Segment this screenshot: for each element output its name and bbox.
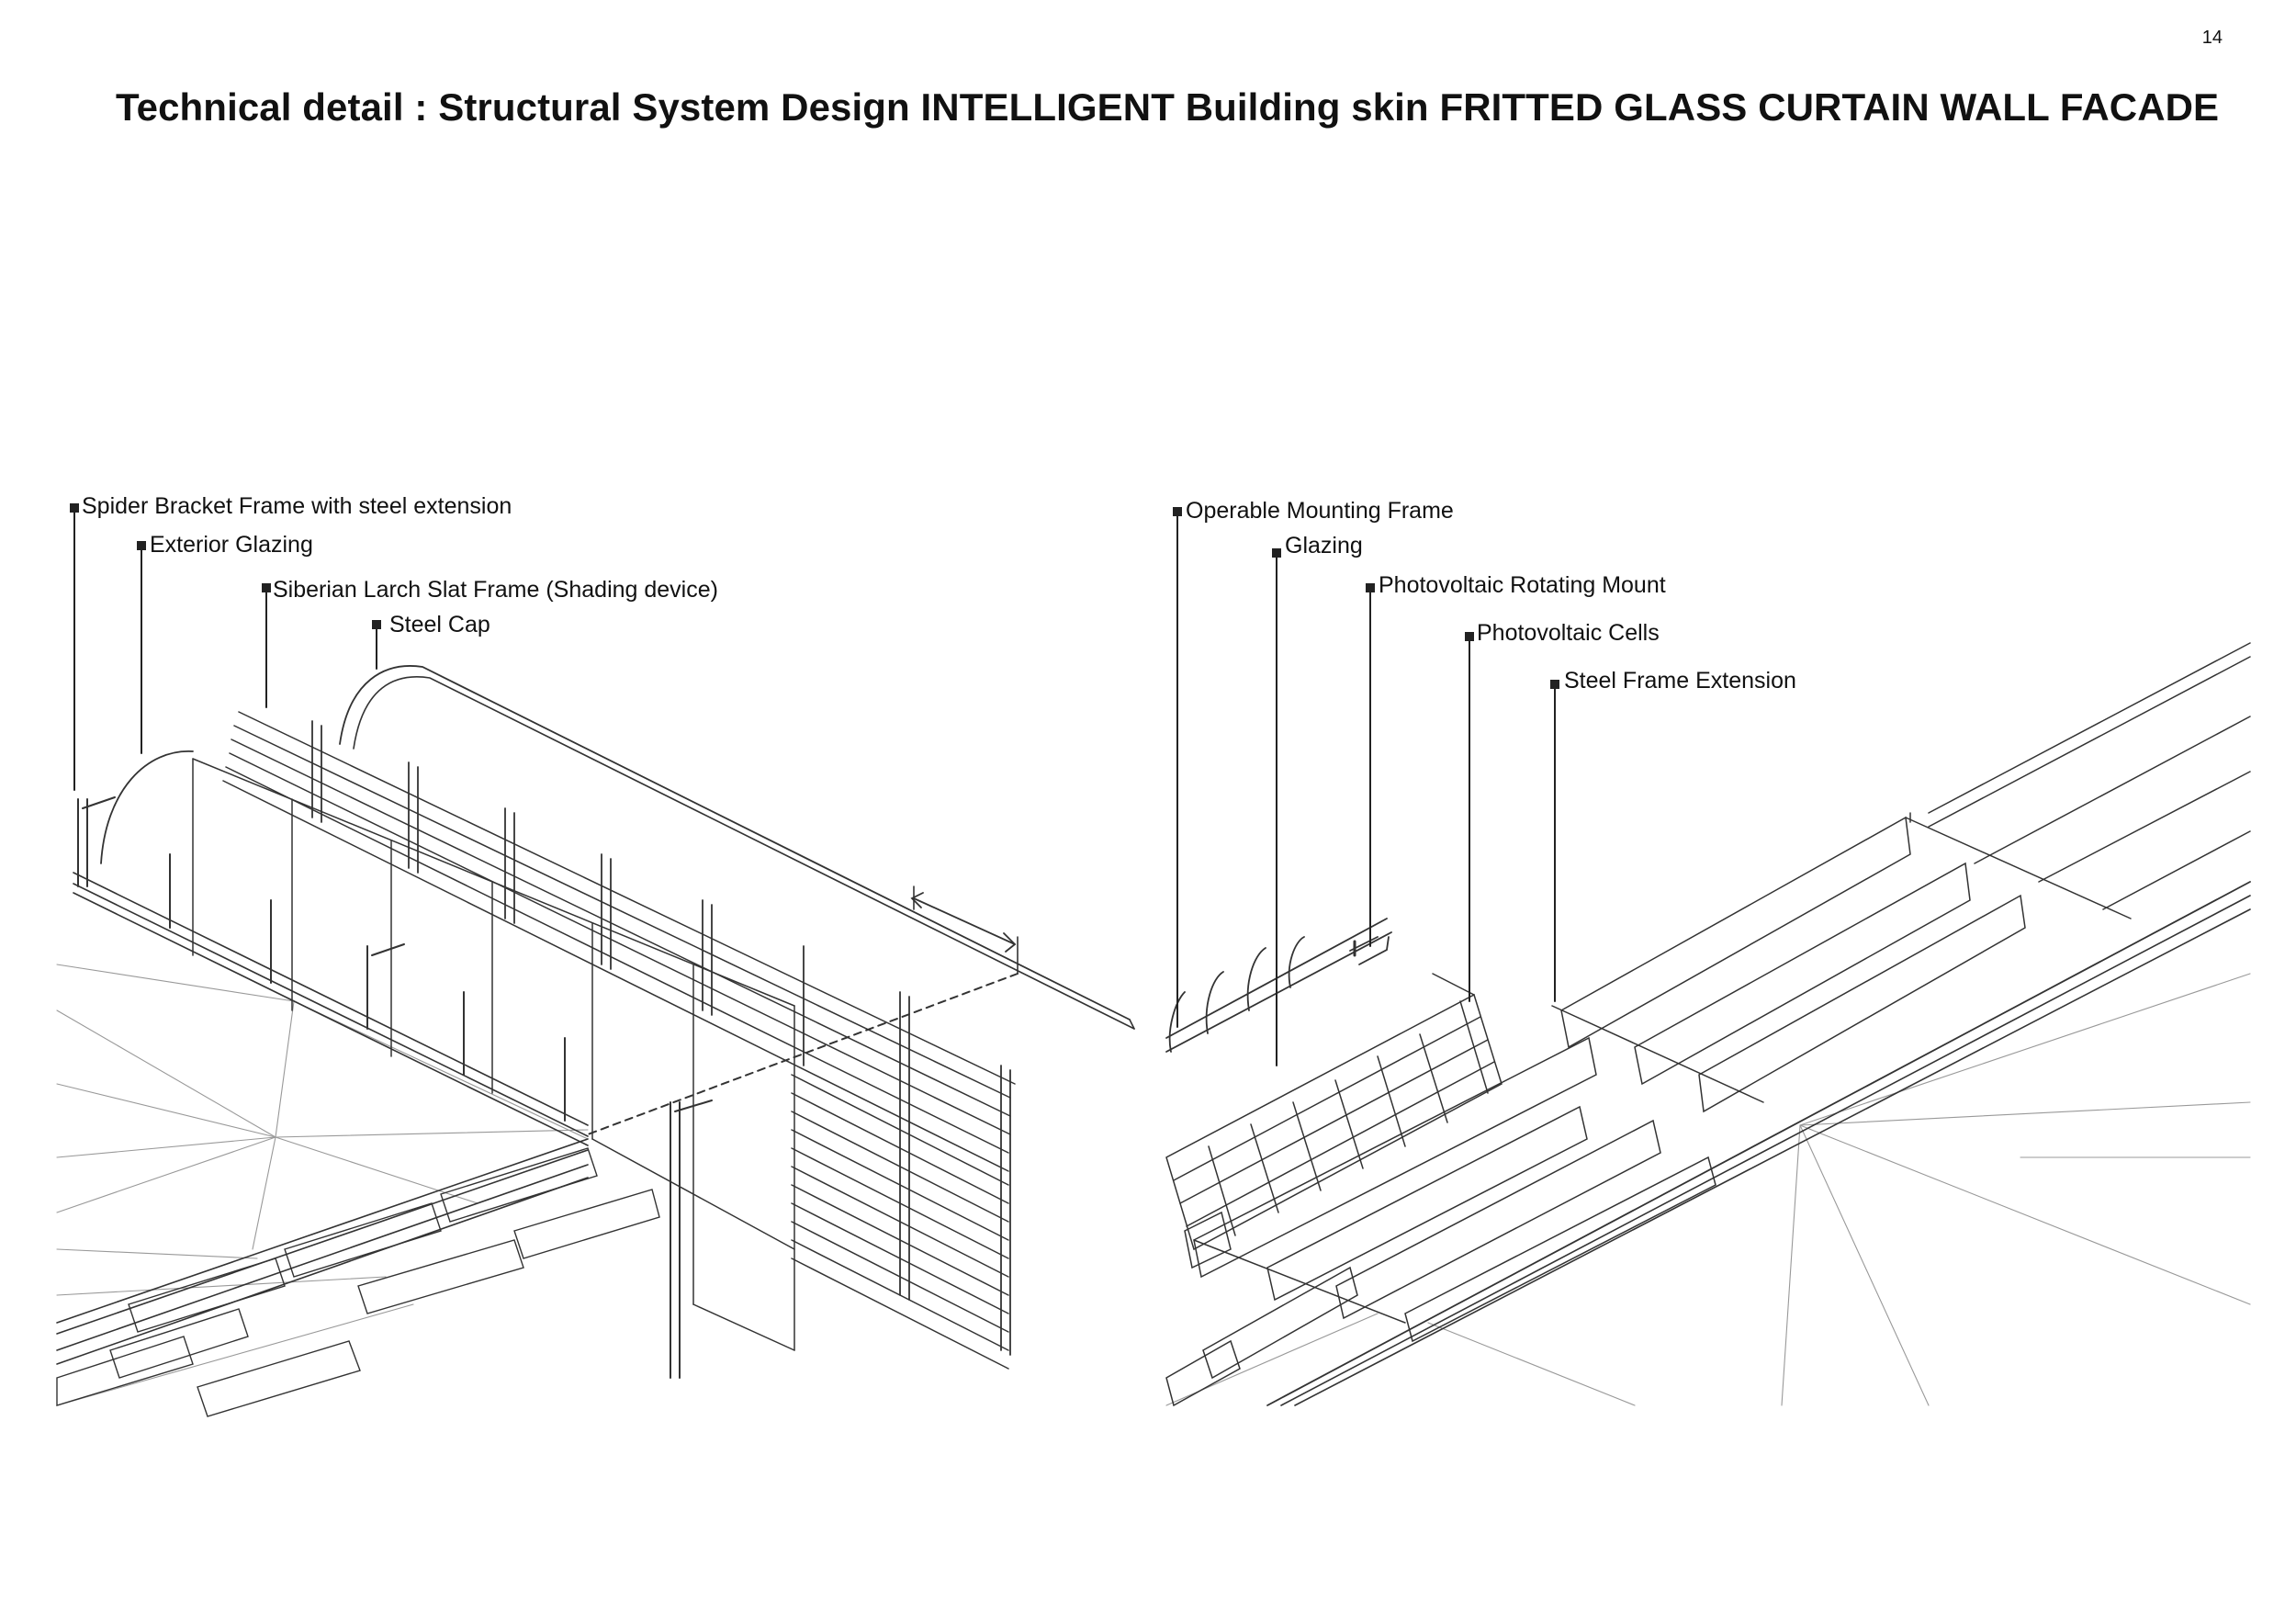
- callout-spider-bracket: Spider Bracket Frame with steel extensio…: [82, 493, 512, 519]
- callout-operable-mounting-frame: Operable Mounting Frame: [1186, 498, 1454, 524]
- right-lower-panel-rows: [1165, 1036, 1716, 1407]
- page-title: Technical detail : Structural System Des…: [116, 85, 2220, 129]
- left-curtain-wall-detail: [56, 665, 1135, 1417]
- callout-steel-cap: Steel Cap: [389, 612, 490, 637]
- left-floor-slab: [56, 964, 589, 1406]
- callout-photovoltaic-cells: Photovoltaic Cells: [1477, 620, 1660, 646]
- right-floor-slab: [1165, 973, 2251, 1406]
- callout-leaders: [73, 507, 1556, 1066]
- page-number: 14: [2201, 28, 2223, 48]
- callout-photovoltaic-rotating-mount: Photovoltaic Rotating Mount: [1379, 572, 1666, 598]
- larch-slat-frame: [222, 711, 1016, 1370]
- callout-steel-frame-extension: Steel Frame Extension: [1564, 668, 1796, 694]
- callout-glazing: Glazing: [1285, 533, 1363, 558]
- callout-larch-slat-frame: Siberian Larch Slat Frame (Shading devic…: [273, 577, 718, 603]
- photovoltaic-cells: [1165, 973, 1503, 1251]
- spider-bracket-frames: [77, 796, 713, 1379]
- right-photovoltaic-detail: [1165, 642, 2251, 1407]
- operable-mounting-frame: [1165, 918, 1392, 1053]
- callout-exterior-glazing: Exterior Glazing: [150, 532, 313, 558]
- exterior-glazing-panels: [192, 758, 795, 1351]
- right-upper-panel-rows: [1551, 642, 2251, 1113]
- left-slab-louvres: [56, 1147, 660, 1417]
- callout-markers: [70, 503, 1559, 689]
